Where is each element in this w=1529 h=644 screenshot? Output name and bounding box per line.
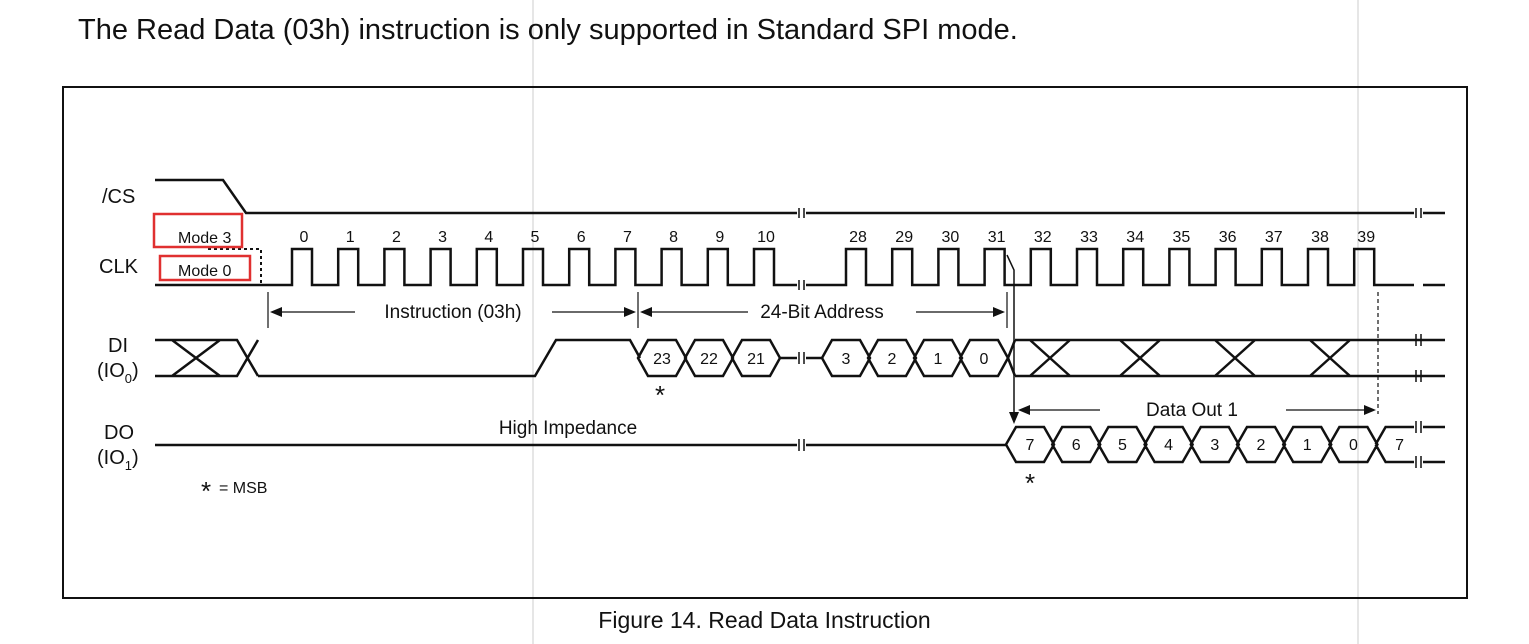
clk31-arrowhead-down	[1009, 412, 1019, 424]
cs-signal-label: /CS	[102, 186, 135, 208]
figure-frame	[62, 86, 1468, 599]
clk31-to-do-arrow	[1006, 254, 1015, 418]
do-tail-break	[1415, 421, 1422, 468]
bit-23: 23	[653, 351, 671, 368]
clk-break-marks	[798, 280, 805, 290]
mode3-highlight-box	[152, 212, 244, 249]
bit-21: 21	[747, 351, 765, 368]
clock-number-33: 33	[1080, 229, 1098, 246]
clock-number-34: 34	[1126, 229, 1144, 246]
bit-22: 22	[700, 351, 718, 368]
clk-waveform	[155, 247, 1445, 287]
do-tail-lines	[1423, 425, 1445, 464]
bit-6: 6	[1072, 437, 1081, 454]
clock-number-36: 36	[1219, 229, 1237, 246]
di-msb-star: *	[655, 380, 665, 410]
clock-number-28: 28	[849, 229, 867, 246]
bit-0: 0	[980, 351, 989, 368]
bit-4: 4	[1164, 437, 1173, 454]
legend-msb-text: = MSB	[219, 480, 267, 497]
clock-number-38: 38	[1311, 229, 1329, 246]
clock-number-1: 1	[346, 229, 355, 246]
clock-number-5: 5	[531, 229, 540, 246]
data-arrowhead-right	[1364, 405, 1376, 415]
di-signal-label: DI	[108, 335, 128, 357]
clock-number-32: 32	[1034, 229, 1052, 246]
page-shade-right	[1357, 0, 1359, 644]
di-tail-break	[1415, 334, 1422, 382]
bit-3: 3	[842, 351, 851, 368]
clock-number-39: 39	[1357, 229, 1375, 246]
bit-3: 3	[1210, 437, 1219, 454]
bit-7: 7	[1026, 437, 1035, 454]
page-heading: The Read Data (03h) instruction is only …	[78, 14, 1018, 46]
do-msb-star: *	[1025, 468, 1035, 498]
address-arrowhead-right	[993, 307, 1005, 317]
instruction-arrowhead-right	[624, 307, 636, 317]
clock-number-6: 6	[577, 229, 586, 246]
bit-1: 1	[934, 351, 943, 368]
data-arrowhead-left	[1018, 405, 1030, 415]
clock-number-31: 31	[988, 229, 1006, 246]
instruction-arrowhead-left	[270, 307, 282, 317]
clock-number-37: 37	[1265, 229, 1283, 246]
di-dont-care-after	[1015, 338, 1445, 378]
bit-7: 7	[1395, 437, 1404, 454]
clock-number-10: 10	[757, 229, 775, 246]
clock-number-8: 8	[669, 229, 678, 246]
data-out-label: Data Out 1	[1146, 400, 1238, 421]
high-impedance-label: High Impedance	[499, 418, 637, 439]
di-address-bus	[636, 338, 1017, 378]
clock-number-30: 30	[942, 229, 960, 246]
clock-number-7: 7	[623, 229, 632, 246]
cs-waveform	[155, 178, 1445, 215]
clock-number-3: 3	[438, 229, 447, 246]
do-data-bus	[1004, 425, 1414, 464]
address-arrowhead-left	[640, 307, 652, 317]
clock-number-9: 9	[715, 229, 724, 246]
clock-number-29: 29	[895, 229, 913, 246]
do-signal-label: DO	[104, 422, 134, 444]
bit-2: 2	[1257, 437, 1266, 454]
clock-number-2: 2	[392, 229, 401, 246]
figure-caption: Figure 14. Read Data Instruction	[598, 607, 931, 633]
address-label: 24-Bit Address	[760, 302, 884, 323]
bit-1: 1	[1303, 437, 1312, 454]
di-signal-sublabel: (IO0)	[97, 360, 139, 386]
clock-numbers-second: 28 29 30 31 32 33 34 35 36 37 38 39	[849, 229, 1375, 246]
mode3-label: Mode 3	[178, 230, 231, 247]
bit-5: 5	[1118, 437, 1127, 454]
clock-number-0: 0	[300, 229, 309, 246]
do-bit-labels: 7 6 5 4 3 2 1 0 7	[1026, 437, 1405, 454]
cs-break-marks	[798, 208, 1422, 218]
mode0-label: Mode 0	[178, 263, 231, 280]
di-break-marks	[798, 352, 805, 364]
legend-msb-star: *	[201, 476, 211, 506]
do-break-marks	[798, 439, 805, 451]
clock-number-35: 35	[1173, 229, 1191, 246]
clock-number-4: 4	[484, 229, 493, 246]
di-instruction-line	[258, 338, 642, 378]
di-dont-care	[155, 338, 260, 378]
clock-numbers-first: 0 1 2 3 4 5 6 7 8 9 10	[300, 229, 775, 246]
page-shade-left	[532, 0, 534, 644]
bit-2: 2	[888, 351, 897, 368]
bit-0: 0	[1349, 437, 1358, 454]
clk-signal-label: CLK	[99, 256, 139, 278]
instruction-label: Instruction (03h)	[384, 302, 521, 323]
mode0-highlight-box	[158, 254, 252, 282]
do-signal-sublabel: (IO1)	[97, 447, 139, 473]
